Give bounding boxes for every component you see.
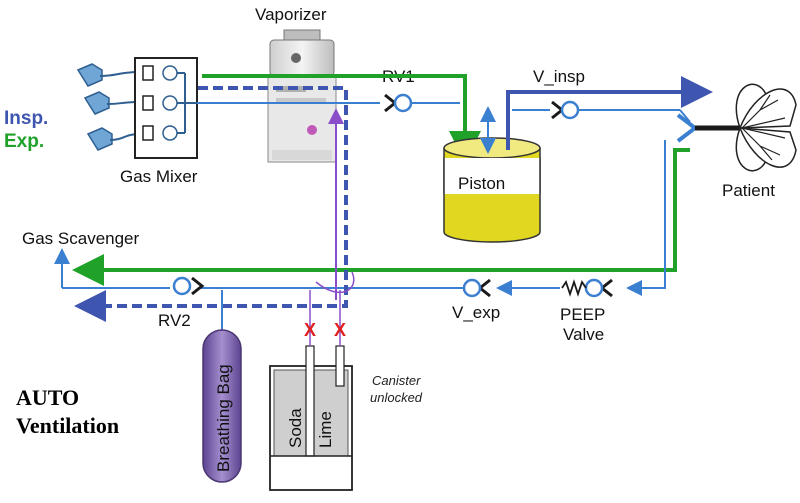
rv1-valve [384,93,413,113]
rv2-label: RV2 [158,311,191,330]
lime-label: Lime [316,411,335,448]
mode-label-line2: Ventilation [16,413,119,438]
patient-label: Patient [722,181,775,200]
mode-label-line1: AUTO [16,385,79,410]
v-exp-label: V_exp [452,303,500,322]
peep-label-line1: PEEP [560,305,605,324]
legend-insp: Insp. [4,108,48,129]
v-exp-valve [462,278,491,298]
vaporizer [267,29,337,163]
soda-label: Soda [286,408,305,448]
vaporizer-label: Vaporizer [255,5,327,24]
soda-lime-canister [269,290,353,491]
canister-label-line2: unlocked [370,390,423,405]
v-insp-label: V_insp [533,67,585,86]
disconnect-mark-left: X [304,320,316,340]
exp-flow-top [202,74,481,163]
peep-valve [561,278,613,298]
gas-cylinders [76,63,141,151]
disconnect-mark-right: X [334,320,346,340]
insp-dashed-path [74,86,348,322]
legend-exp: Exp. [4,131,44,152]
insp-flow [506,76,713,150]
v-insp-valve [551,100,580,120]
breathing-bag [202,290,242,483]
piston-label: Piston [458,174,505,193]
canister-label-line1: Canister [372,373,421,388]
peep-label-line2: Valve [563,325,604,344]
breathing-bag-label: Breathing Bag [214,364,233,472]
patient-lungs [735,83,797,172]
gas-mixer [134,57,198,159]
exp-flow-bottom [72,148,690,286]
rv2-valve [172,276,205,296]
gas-scavenger-label: Gas Scavenger [22,229,140,248]
gas-mixer-label: Gas Mixer [120,167,198,186]
